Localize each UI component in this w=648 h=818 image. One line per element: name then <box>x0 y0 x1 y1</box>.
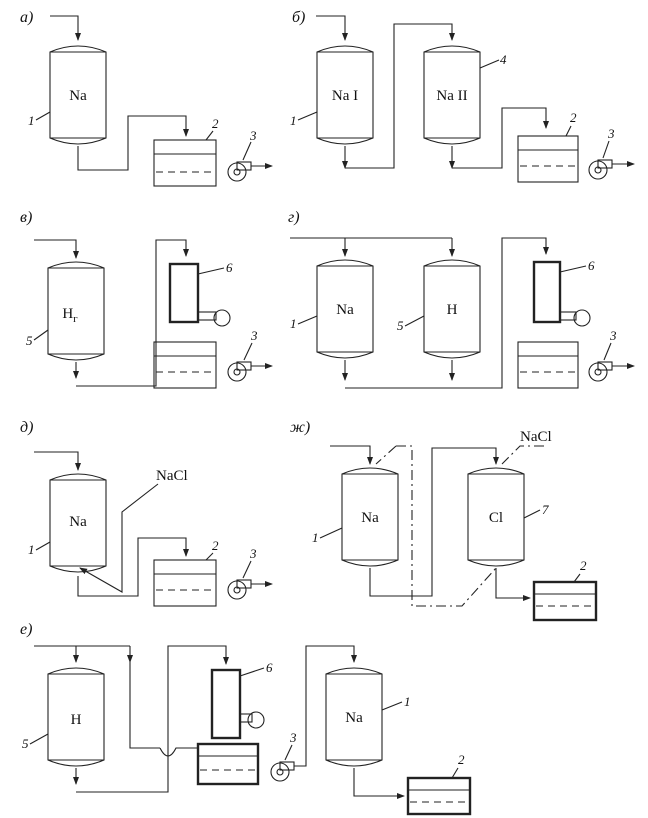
vessel-label: Na <box>361 510 379 526</box>
scheme-v-label: в) <box>20 209 32 226</box>
vessel-na-zh: Na <box>341 467 399 567</box>
vessel-cl-zh: Cl <box>467 467 525 567</box>
vessel-label: Na I <box>332 88 358 104</box>
ejector-g <box>559 309 591 327</box>
vessel-na2-b: Na II <box>423 45 481 145</box>
callout-3: 3 <box>609 328 617 343</box>
scheme-b: б) Na I 1 Na II 4 2 <box>290 9 635 183</box>
callout-3: 3 <box>250 328 258 343</box>
callout-1: 1 <box>290 316 297 331</box>
tank-e <box>196 742 260 786</box>
vessel-label: Cl <box>489 510 503 526</box>
callout-2: 2 <box>570 110 577 125</box>
tank-2-e <box>406 776 472 816</box>
scheme-zh: ж) Na 1 NaCl Cl 7 2 <box>290 419 598 622</box>
scheme-a-label: а) <box>20 9 33 26</box>
pump-3-d <box>227 579 252 600</box>
callout-3: 3 <box>289 730 297 745</box>
pump-3-v <box>227 361 252 382</box>
vessel-na-a: Na <box>49 45 107 145</box>
scheme-b-label: б) <box>292 9 305 26</box>
vessel-label: H <box>71 712 82 728</box>
vessel-hg-v: Hг <box>47 261 105 361</box>
callout-7: 7 <box>542 502 549 517</box>
reagent-label: NaCl <box>156 468 188 484</box>
vessel-label: Na <box>336 302 354 318</box>
scheme-d-label: д) <box>20 419 33 436</box>
vessel-na1-b: Na I <box>316 45 374 145</box>
callout-4: 4 <box>500 52 507 67</box>
pump-3-e <box>270 761 295 782</box>
callout-3: 3 <box>607 126 615 141</box>
pump-3-a <box>227 161 252 182</box>
scheme-v: в) Hг 5 6 <box>20 209 273 389</box>
callout-2: 2 <box>580 558 587 573</box>
callout-5: 5 <box>26 333 33 348</box>
vessel-label: Na <box>69 88 87 104</box>
callout-5: 5 <box>22 736 29 751</box>
filter-6-v <box>168 262 200 324</box>
callout-3: 3 <box>249 128 257 143</box>
callout-1: 1 <box>28 113 35 128</box>
callout-1: 1 <box>290 113 297 128</box>
vessel-label: Na II <box>436 88 467 104</box>
ejector-v <box>197 309 231 327</box>
callout-2: 2 <box>458 752 465 767</box>
callout-2: 2 <box>212 538 219 553</box>
tank-2-b <box>517 135 579 183</box>
pump-3-b <box>588 159 613 180</box>
callout-1: 1 <box>404 694 411 709</box>
tank-2-d <box>153 559 217 607</box>
vessel-na-g: Na <box>316 259 374 359</box>
callout-5: 5 <box>397 318 404 333</box>
scheme-e-label: е) <box>20 621 32 638</box>
tank-g <box>517 341 579 389</box>
callout-2: 2 <box>212 116 219 131</box>
ejector-e <box>239 711 265 729</box>
filter-6-e <box>210 668 242 740</box>
reagent-label: NaCl <box>520 429 552 445</box>
callout-6: 6 <box>588 258 595 273</box>
tank-v <box>153 341 217 389</box>
vessel-label: Na <box>345 710 363 726</box>
tank-2-zh <box>532 580 598 622</box>
vessel-h-g: H <box>423 259 481 359</box>
scheme-g-label: г) <box>288 209 300 226</box>
scheme-g: г) Na 1 H 5 6 <box>288 209 635 389</box>
filter-6-g <box>532 260 562 324</box>
vessel-na-e: Na <box>325 667 383 767</box>
callout-6: 6 <box>226 260 233 275</box>
callout-1: 1 <box>312 530 319 545</box>
callout-1: 1 <box>28 542 35 557</box>
scheme-a: а) Na 1 2 3 <box>20 9 273 187</box>
callout-3: 3 <box>249 546 257 561</box>
scheme-d: д) Na 1 NaCl 2 3 <box>20 419 273 607</box>
vessel-h-e: H <box>47 667 105 767</box>
callout-6: 6 <box>266 660 273 675</box>
vessel-label: H <box>447 302 458 318</box>
scheme-zh-label: ж) <box>290 419 310 436</box>
vessel-na-d: Na <box>49 473 107 573</box>
vessel-label: Na <box>69 514 87 530</box>
pump-3-g <box>588 361 613 382</box>
vessel-label: Hг <box>62 306 78 325</box>
scheme-e: е) H 5 6 <box>20 621 472 816</box>
tank-2-a <box>153 139 217 187</box>
